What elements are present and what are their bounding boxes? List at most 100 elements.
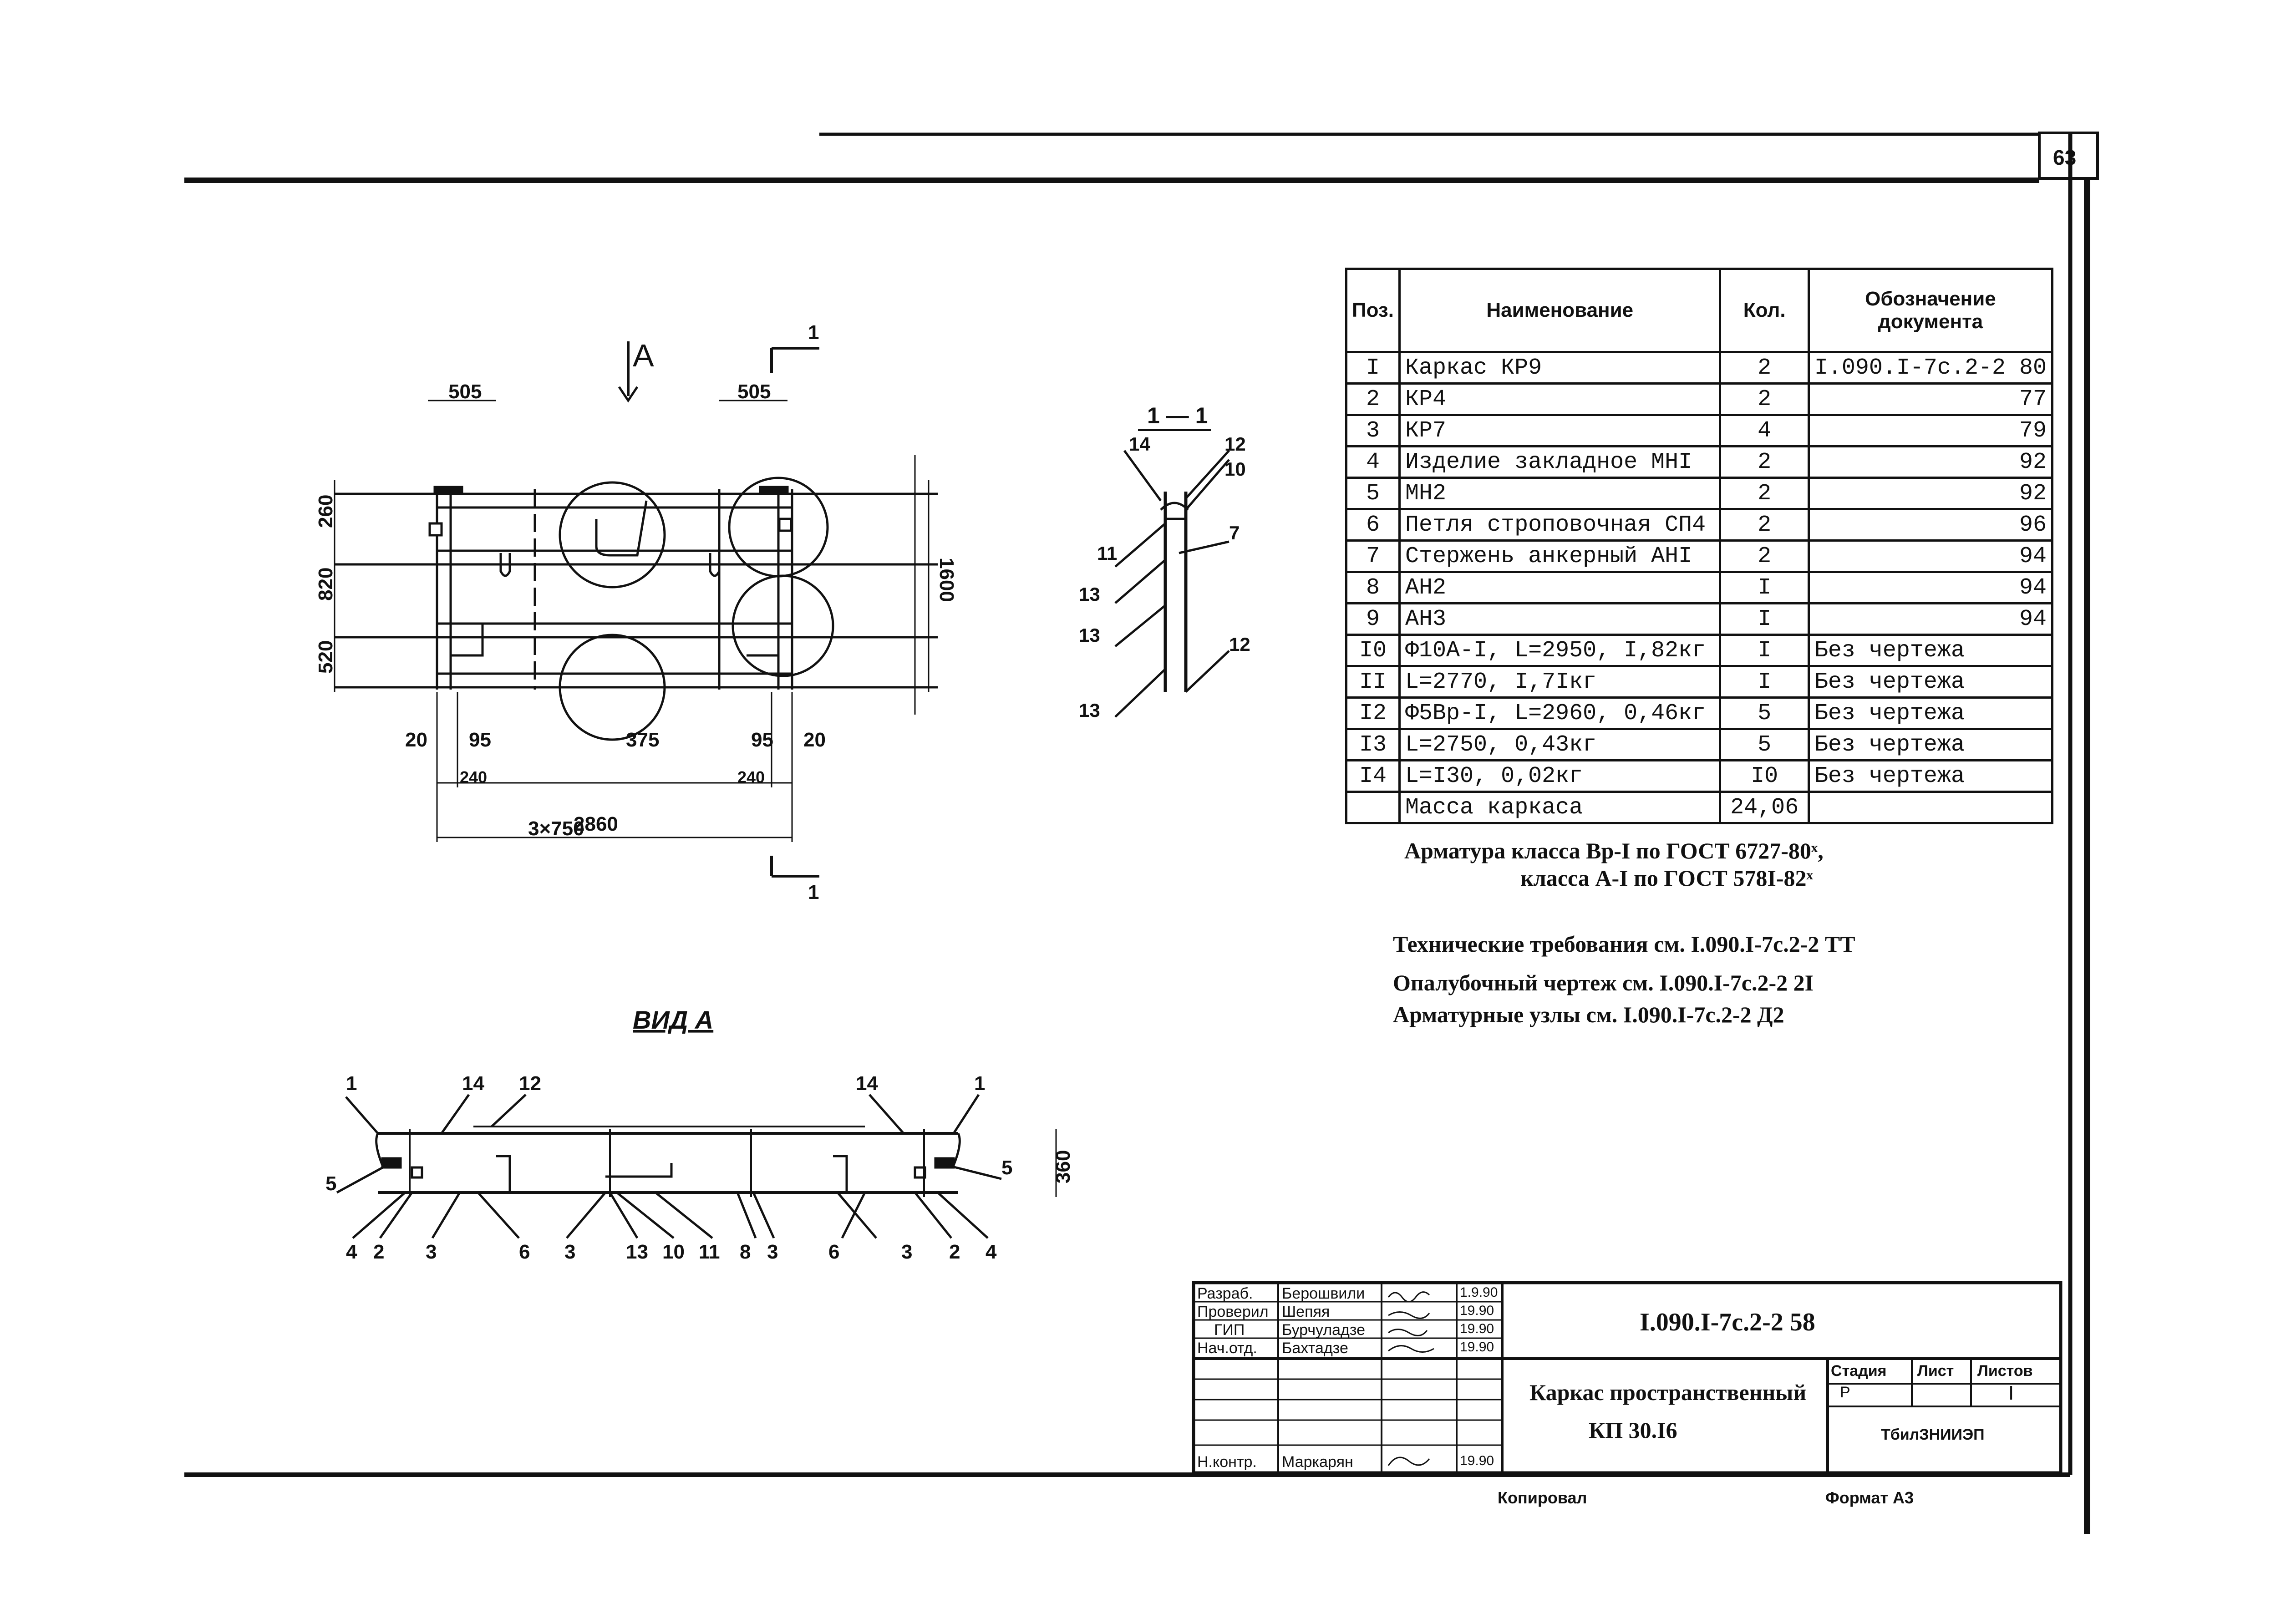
date-4: 19.90 [1460, 1340, 1494, 1355]
spec-cell-name: L=2770, I,7Iкг [1398, 665, 1722, 699]
va-side-5b: 5 [1001, 1157, 1012, 1179]
section-label-12b: 12 [1229, 634, 1250, 655]
spec-cell-pos: I [1345, 351, 1401, 385]
stamp-title-line2: КП 30.I6 [1589, 1417, 1677, 1443]
va-top-14b: 14 [856, 1072, 878, 1095]
note-formwork: Опалубочный чертеж см. I.090.I-7с.2-2 2I [1393, 970, 1814, 995]
date-3: 19.90 [1460, 1321, 1494, 1336]
name-checked: Шепяя [1282, 1303, 1330, 1320]
spec-cell-pos: 6 [1345, 508, 1401, 542]
section-label-13a: 13 [1079, 584, 1100, 605]
spec-cell-qty: I [1719, 602, 1810, 636]
date-2: 19.90 [1460, 1303, 1494, 1318]
spec-cell-qty: I [1719, 665, 1810, 699]
spec-cell-qty: I0 [1719, 759, 1810, 793]
header-qty: Кол. [1719, 268, 1810, 353]
spec-cell-pos: I3 [1345, 728, 1401, 761]
spec-cell-name: Масса каркаса [1398, 791, 1722, 824]
va-top-14: 14 [462, 1072, 484, 1095]
spec-cell-pos: 3 [1345, 414, 1401, 447]
spec-cell-pos: I4 [1345, 759, 1401, 793]
role-checked: Проверил [1197, 1303, 1269, 1320]
spec-cell-qty: 2 [1719, 477, 1810, 510]
role-developer: Разраб. [1197, 1285, 1253, 1302]
footer-copied: Копировал [1498, 1488, 1587, 1507]
header-name: Наименование [1398, 268, 1722, 353]
va-bot-2b: 2 [949, 1241, 960, 1263]
spec-cell-doc: Без чертежа [1807, 728, 2054, 761]
spec-header-row: Поз. Наименование Кол. Обозначение докум… [1345, 268, 2054, 353]
stamp-designation: I.090.I-7с.2-2 58 [1640, 1308, 1815, 1336]
spec-cell-doc: 94 [1807, 571, 2054, 604]
spec-cell-qty: I [1719, 634, 1810, 667]
spec-cell-name: АН3 [1398, 602, 1722, 636]
stamp-title-line1: Каркас пространственный [1529, 1380, 1807, 1405]
spec-cell-name: Ф10А-I, L=2950, I,82кг [1398, 634, 1722, 667]
spec-cell-pos: 9 [1345, 602, 1401, 636]
spec-cell-doc: 79 [1807, 414, 2054, 447]
date-5: 19.90 [1460, 1453, 1494, 1468]
va-bot-13: 13 [626, 1241, 648, 1263]
va-bot-4b: 4 [986, 1241, 997, 1263]
spec-cell-doc: 77 [1807, 382, 2054, 416]
dim-total-length: 2860 [574, 813, 618, 835]
name-gip: Бурчуладзе [1282, 1321, 1366, 1339]
stamp-sheets: I [2008, 1382, 2014, 1404]
spec-cell-name: Петля строповочная СП4 [1398, 508, 1722, 542]
dim-total-height: 1600 [935, 558, 958, 602]
va-bot-11: 11 [699, 1241, 720, 1263]
spec-cell-qty: 2 [1719, 351, 1810, 385]
dim-95-right: 95 [751, 729, 773, 751]
spec-cell-qty: 5 [1719, 696, 1810, 730]
spec-cell-name: Изделие закладное МНI [1398, 445, 1722, 479]
spec-cell-pos [1345, 791, 1401, 824]
va-top-1: 1 [346, 1072, 357, 1095]
stamp-stage: Р [1840, 1384, 1850, 1401]
va-top-1b: 1 [974, 1072, 985, 1095]
section-label-12: 12 [1224, 433, 1246, 455]
role-gip: ГИП [1214, 1321, 1245, 1339]
spec-cell-doc [1807, 791, 2054, 824]
spec-cell-name: АН2 [1398, 571, 1722, 604]
spec-cell-doc: I.090.I-7с.2-2 80 [1807, 351, 2054, 385]
section-mark-bottom: 1 [808, 881, 819, 903]
va-top-12: 12 [519, 1072, 541, 1095]
dim-20-left: 20 [405, 729, 427, 751]
stamp-sheets-label: Листов [1977, 1362, 2033, 1380]
date-1: 1.9.90 [1460, 1285, 1498, 1300]
va-bot-6b: 6 [828, 1241, 839, 1263]
dim-bottom-middle: 3×750 [528, 817, 584, 840]
name-norm-control: Маркарян [1282, 1453, 1353, 1471]
note-tech-req: Технические требования см. I.090.I-7с.2-… [1393, 931, 1855, 957]
view-a-title: ВИД А [633, 1005, 713, 1034]
dim-left-1: 260 [315, 495, 337, 528]
spec-cell-doc: Без чертежа [1807, 634, 2054, 667]
spec-cell-doc: 92 [1807, 477, 2054, 510]
va-bot-3: 3 [426, 1241, 437, 1263]
dim-top-left: 505 [448, 381, 482, 403]
va-bot-10: 10 [662, 1241, 685, 1263]
section-view-text: 1 — 1 14 12 10 7 11 13 13 12 13 [1079, 403, 1250, 721]
spec-cell-doc: 94 [1807, 602, 2054, 636]
stamp-org: ТбилЗНИИЭП [1881, 1426, 1985, 1443]
dim-left-3: 520 [315, 640, 337, 674]
spec-cell-qty: I [1719, 571, 1810, 604]
va-bot-3d: 3 [901, 1241, 912, 1263]
spec-cell-name: Ф5Вр-I, L=2960, 0,46кг [1398, 696, 1722, 730]
spec-cell-qty: 2 [1719, 445, 1810, 479]
va-bot-3c: 3 [767, 1241, 778, 1263]
spec-cell-pos: I0 [1345, 634, 1401, 667]
section-mark-top: 1 [808, 321, 819, 344]
va-bot-6: 6 [519, 1241, 530, 1263]
